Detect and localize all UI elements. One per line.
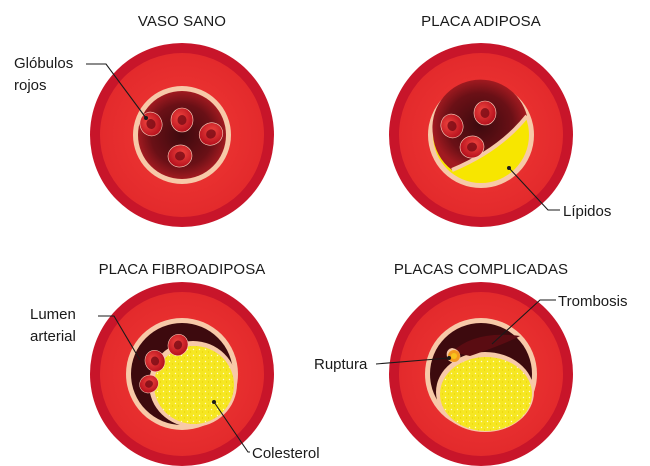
vessel-cross-section: [389, 282, 573, 466]
panel-title: PLACA ADIPOSA: [421, 13, 541, 30]
label-text: Trombosis: [558, 293, 627, 310]
label-text: Colesterol: [252, 445, 320, 462]
cholesterol-core: [154, 346, 234, 424]
label-text: Lípidos: [563, 203, 611, 220]
leader-dot: [212, 400, 216, 404]
label-line-2: rojos: [14, 77, 47, 94]
red-blood-cell: [171, 108, 193, 132]
label-line-1: Lumen: [30, 306, 76, 323]
panel-complicated-plaques: PLACAS COMPLICADAS Trombosis Ruptura: [314, 261, 627, 466]
label-line-2: arterial: [30, 328, 76, 345]
leader-dot: [507, 166, 511, 170]
label-line-1: Glóbulos: [14, 55, 73, 72]
red-blood-cell: [474, 101, 496, 125]
panel-fatty-plaque: PLACA ADIPOSA Lípidos: [389, 13, 611, 227]
leader-dot: [447, 356, 451, 360]
panel-title: PLACAS COMPLICADAS: [394, 261, 568, 278]
cholesterol-core: [440, 357, 532, 431]
rupture-core: [451, 353, 457, 359]
leader-dot: [144, 116, 148, 120]
vessel-cross-section: [90, 43, 274, 227]
panel-title: VASO SANO: [138, 13, 226, 30]
label-text: Ruptura: [314, 356, 368, 373]
panel-healthy-vessel: VASO SANO Glóbulos rojos: [14, 13, 274, 227]
panel-title: PLACA FIBROADIPOSA: [99, 261, 266, 278]
vessel-cross-section: [90, 282, 274, 466]
panel-fibrofatty-plaque: PLACA FIBROADIPOSA Lumen arterial Colest…: [30, 261, 320, 466]
vessel-cross-section: [389, 43, 573, 227]
